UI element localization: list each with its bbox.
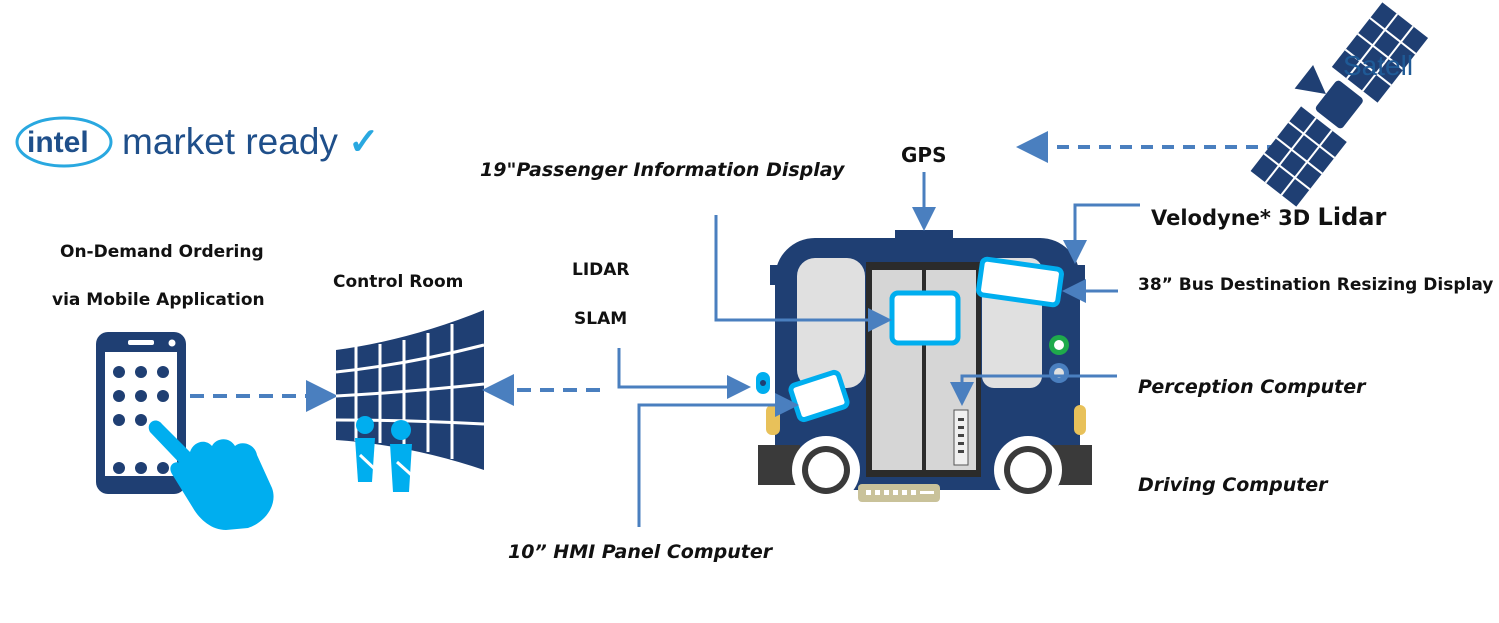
passenger-display-label: 19"Passenger Information Display [480, 159, 845, 181]
slam-label: SLAM [574, 309, 628, 329]
ordering-line1: On-Demand Ordering [60, 242, 264, 262]
lidar-label: LIDAR [572, 260, 630, 280]
hand-icon [148, 420, 274, 530]
gps-label: GPS [901, 143, 947, 167]
ordering-line2: via Mobile Application [52, 290, 265, 310]
control-room-label: Control Room [333, 272, 464, 292]
arrow-hmi [637, 393, 799, 527]
satellite-label: Satell [1343, 50, 1414, 81]
driving-label: Driving Computer [1138, 474, 1328, 496]
bus-icon [756, 230, 1092, 504]
bus-destination-label: 38” Bus Destination Resizing Display [1138, 275, 1494, 295]
check-icon: ✓ [348, 121, 380, 162]
phone-icon [96, 332, 186, 494]
perception-label: Perception Computer [1138, 376, 1366, 398]
logo-tagline: market ready ✓ [122, 121, 380, 162]
passenger-display-screen [889, 290, 961, 346]
bus-destination-screen [976, 256, 1064, 308]
svg-text:intel: intel [27, 126, 89, 159]
control-room-icon [335, 310, 485, 470]
satellite-icon [1250, 2, 1429, 207]
arrow-velodyne-lidar [1063, 203, 1140, 264]
arrow-lidar-slam [617, 348, 751, 399]
intel-logo-icon: intel [15, 116, 113, 168]
arrow-perception [950, 374, 1117, 406]
velodyne-label: Velodyne* 3D Lidar [1151, 203, 1387, 231]
hmi-label: 10” HMI Panel Computer [508, 541, 773, 563]
arrow-passenger-display [714, 215, 892, 332]
